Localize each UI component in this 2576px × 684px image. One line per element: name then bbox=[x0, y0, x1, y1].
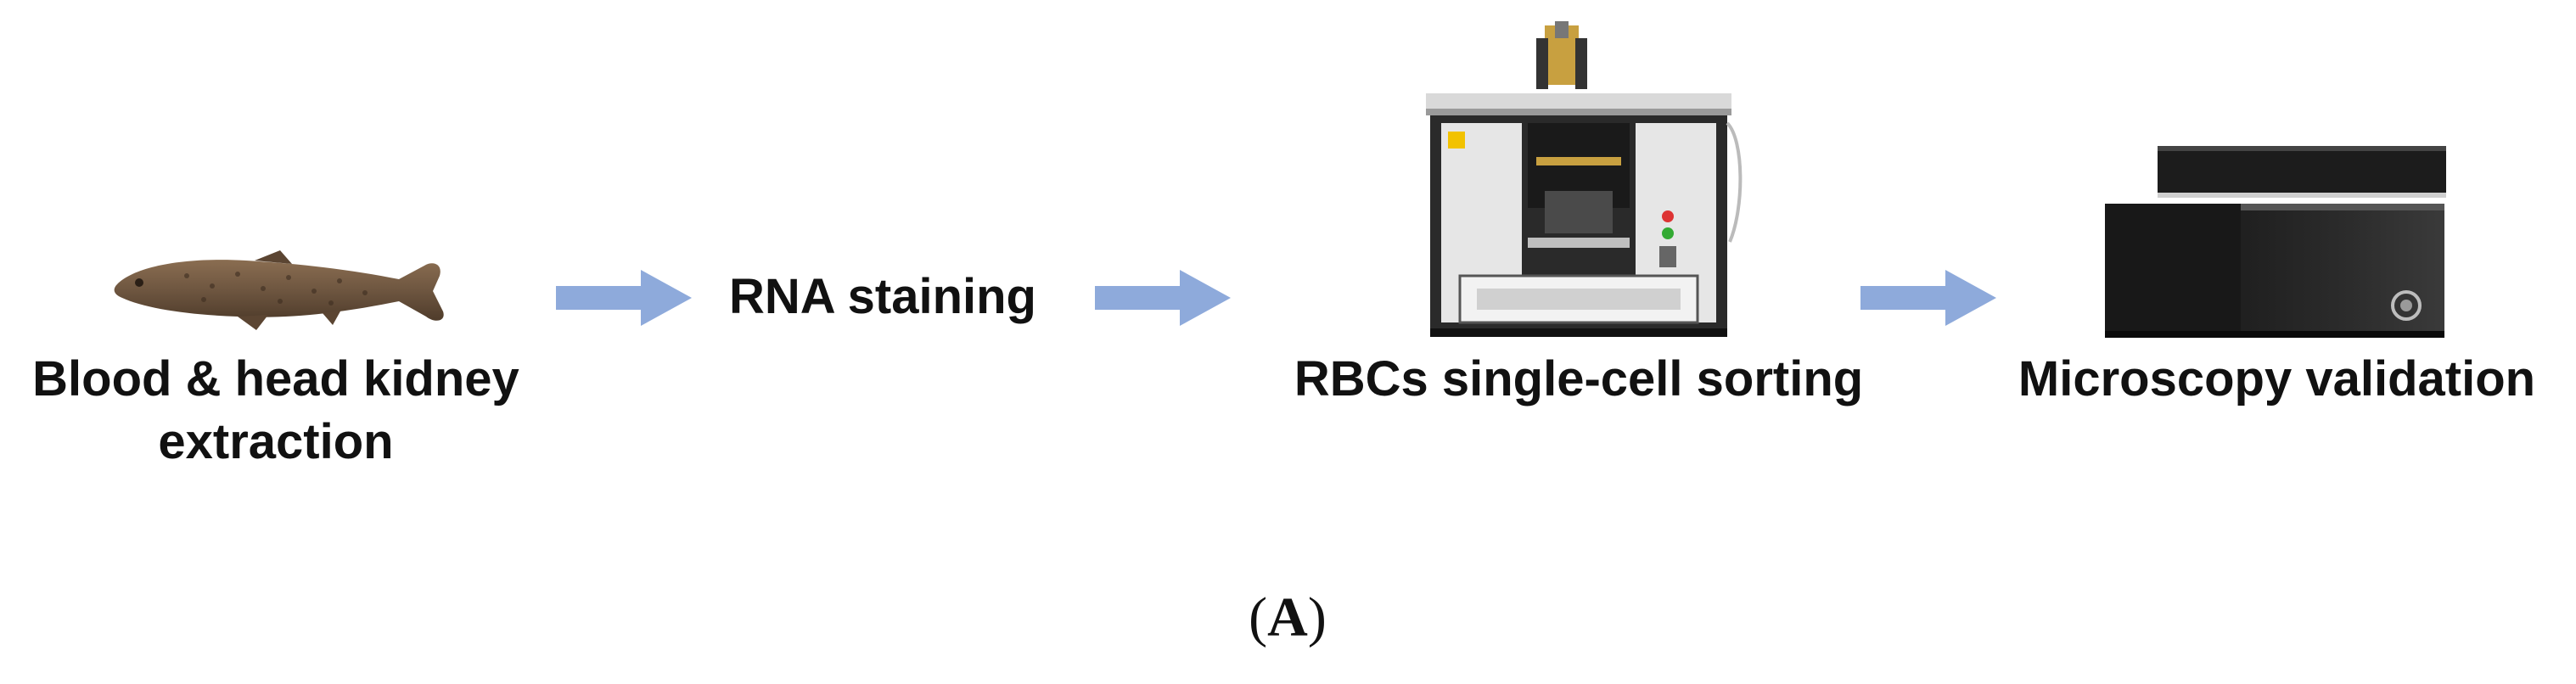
step-1-label-line-2: extraction bbox=[158, 414, 394, 470]
arrow-3 bbox=[1860, 270, 1996, 326]
step-4-label: Microscopy validation bbox=[1978, 348, 2576, 411]
right-arrow-icon bbox=[1860, 270, 1996, 326]
microscope-icon bbox=[2105, 146, 2446, 338]
panel-open-paren: ( bbox=[1249, 586, 1268, 648]
step-2-label: RNA staining bbox=[713, 266, 1052, 328]
cell-sorter-image bbox=[1409, 21, 1748, 339]
panel-close-paren: ) bbox=[1307, 586, 1327, 648]
step-1-label-line-1: Blood & head kidney bbox=[32, 351, 519, 406]
right-arrow-icon bbox=[556, 270, 692, 326]
step-2-label-line-1: RNA staining bbox=[729, 269, 1036, 324]
microscope-image bbox=[2096, 144, 2453, 339]
right-arrow-icon bbox=[1095, 270, 1231, 326]
panel-letter: A bbox=[1267, 586, 1308, 648]
cell-sorter-icon bbox=[1426, 21, 1743, 337]
step-3-label-line-1: RBCs single-cell sorting bbox=[1294, 351, 1864, 406]
arrow-1 bbox=[556, 270, 692, 326]
step-3-label: RBCs single-cell sorting bbox=[1239, 348, 1918, 411]
fish-image bbox=[110, 242, 467, 335]
step-1-label: Blood & head kidney extraction bbox=[0, 348, 552, 474]
step-4-label-line-1: Microscopy validation bbox=[2018, 351, 2536, 406]
panel-label: (A) bbox=[1203, 586, 1372, 650]
fish-icon bbox=[114, 250, 444, 330]
arrow-2 bbox=[1095, 270, 1231, 326]
